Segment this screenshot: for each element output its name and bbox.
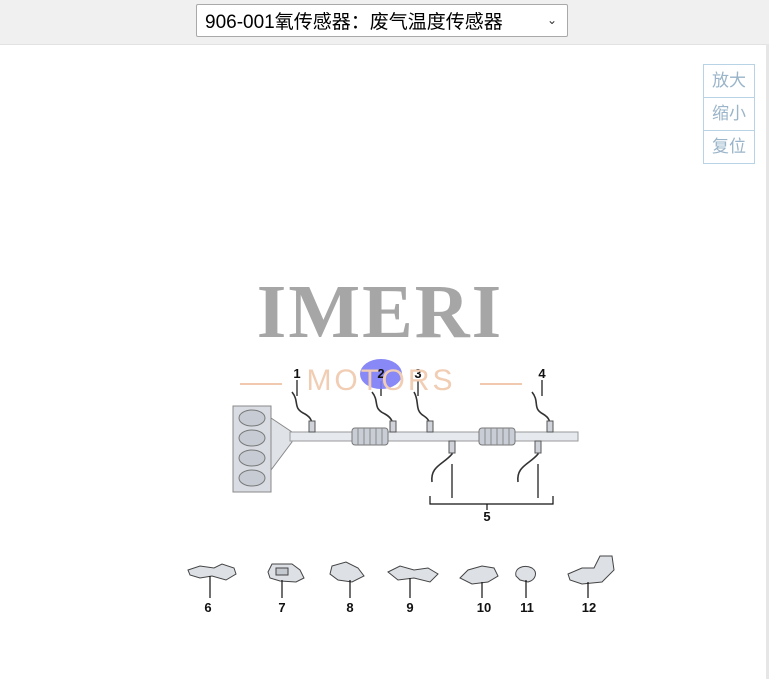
callout-10[interactable]: 10 bbox=[477, 600, 491, 615]
callout-1[interactable]: 1 bbox=[293, 366, 300, 381]
diagram-selector[interactable]: 906-001氧传感器：废气温度传感器 ⌄ bbox=[196, 4, 568, 37]
part-11-clip bbox=[515, 565, 536, 583]
sensor-wires-bottom bbox=[431, 441, 539, 483]
callout-5[interactable]: 5 bbox=[483, 509, 490, 524]
exhaust-pipe bbox=[289, 427, 579, 446]
watermark-sub-text: MOTORS bbox=[306, 364, 456, 397]
leader-lines bbox=[296, 380, 554, 510]
selected-callout-highlight[interactable] bbox=[360, 359, 402, 389]
watermark-brand: IMERI bbox=[256, 270, 504, 354]
watermark-line-left bbox=[240, 383, 282, 385]
top-toolbar: 906-001氧传感器：废气温度传感器 ⌄ bbox=[0, 0, 769, 45]
sensor-bodies-top bbox=[308, 420, 554, 433]
engine-block bbox=[232, 405, 293, 493]
part-6-bracket bbox=[187, 563, 237, 581]
callout-7[interactable]: 7 bbox=[278, 600, 285, 615]
callout-8[interactable]: 8 bbox=[346, 600, 353, 615]
callout-2[interactable]: 2 bbox=[377, 366, 384, 381]
callout-4[interactable]: 4 bbox=[538, 366, 546, 381]
chevron-down-icon: ⌄ bbox=[546, 13, 557, 27]
watermark-line-right bbox=[480, 383, 522, 385]
zoom-reset-button[interactable]: 复位 bbox=[703, 130, 755, 164]
callout-9[interactable]: 9 bbox=[406, 600, 413, 615]
sensor-bodies-bottom bbox=[448, 440, 542, 454]
part-leader-lines bbox=[209, 576, 589, 598]
callout-11[interactable]: 11 bbox=[520, 600, 534, 615]
part-8-bracket bbox=[329, 561, 365, 583]
diagram-selector-value: 906-001氧传感器：废气温度传感器 bbox=[205, 12, 503, 33]
scrollbar-edge bbox=[766, 44, 769, 679]
watermark-sub: MOTORS bbox=[240, 364, 522, 404]
callout-6[interactable]: 6 bbox=[204, 600, 211, 615]
part-12-heat-shield bbox=[567, 555, 615, 585]
part-9-bracket bbox=[387, 565, 439, 583]
part-10-bracket bbox=[459, 565, 499, 585]
zoom-controls: 放大 缩小 复位 bbox=[703, 64, 755, 164]
part-7-bracket bbox=[267, 563, 305, 583]
zoom-out-button[interactable]: 缩小 bbox=[703, 97, 755, 131]
callout-12[interactable]: 12 bbox=[582, 600, 596, 615]
callout-3[interactable]: 3 bbox=[414, 366, 421, 381]
